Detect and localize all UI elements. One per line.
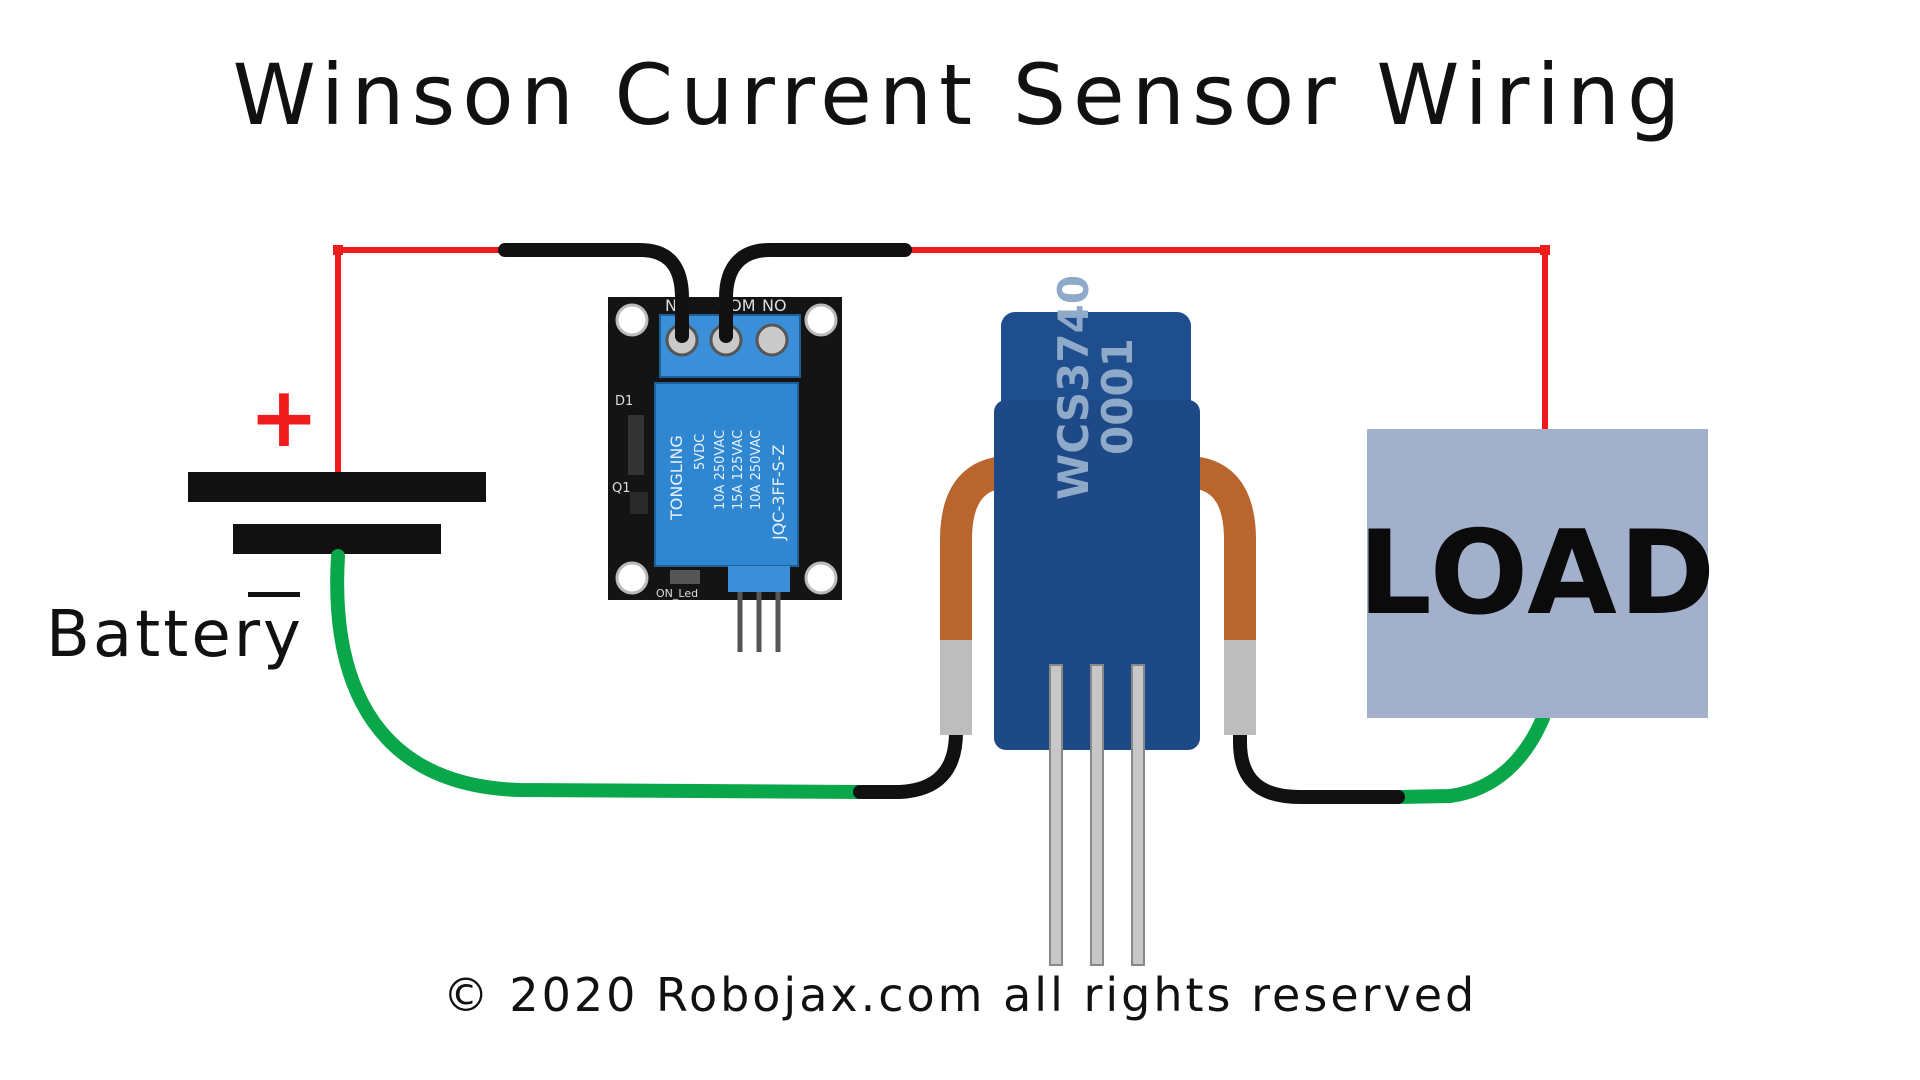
diode-component bbox=[628, 415, 644, 475]
relay-brand: TONGLING bbox=[667, 435, 686, 521]
sensor-pin bbox=[1049, 664, 1063, 966]
current-sensor: WCS3740 0001 bbox=[940, 275, 1256, 966]
battery-label: Battery bbox=[46, 598, 304, 672]
diagram-title: Winson Current Sensor Wiring bbox=[232, 46, 1688, 144]
sensor-body bbox=[994, 400, 1200, 750]
relay-model: JQC-3FF-S-Z bbox=[769, 444, 788, 541]
load-box: LOAD bbox=[1358, 429, 1715, 718]
relay-rating-coil: 5VDC bbox=[693, 434, 708, 470]
status-led bbox=[670, 570, 700, 584]
screw-terminal-no bbox=[755, 323, 789, 357]
wire-joint bbox=[333, 245, 343, 255]
d1-label: D1 bbox=[615, 394, 633, 409]
transistor-component bbox=[630, 492, 648, 514]
wire-joint bbox=[1540, 245, 1550, 255]
relay-rating-2: 15A 125VAC bbox=[731, 430, 746, 510]
mounting-hole bbox=[804, 561, 838, 595]
sensor-model-text: WCS3740 bbox=[1049, 275, 1098, 500]
terminal-label-no: NO bbox=[762, 296, 787, 315]
control-header bbox=[728, 566, 790, 592]
battery-positive-plate bbox=[188, 472, 486, 502]
mounting-hole bbox=[615, 561, 649, 595]
mounting-hole bbox=[615, 303, 649, 337]
sensor-serial-text: 0001 bbox=[1093, 338, 1142, 455]
sensor-terminal-left bbox=[940, 640, 972, 735]
copyright-footer: © 2020 Robojax.com all rights reserved bbox=[442, 968, 1478, 1022]
battery-minus-sign bbox=[248, 592, 300, 597]
battery-plus-sign: + bbox=[249, 368, 319, 466]
relay-output-jumper bbox=[719, 243, 912, 343]
mounting-hole bbox=[804, 303, 838, 337]
sensor-pin bbox=[1090, 664, 1104, 966]
positive-wire bbox=[335, 247, 505, 472]
relay-rating-1: 10A 250VAC bbox=[713, 430, 728, 510]
relay-text: TONGLING 5VDC 10A 250VAC 15A 125VAC 10A … bbox=[667, 430, 788, 541]
sensor-pin bbox=[1131, 664, 1145, 966]
battery-symbol: + bbox=[188, 368, 486, 597]
led-label: ON_Led bbox=[656, 587, 698, 600]
relay-module: NC COM NO TONGLING 5VDC 10A 250VAC 15A 1… bbox=[608, 296, 842, 652]
q1-label: Q1 bbox=[612, 481, 631, 496]
negative-wire bbox=[330, 549, 867, 799]
load-label: LOAD bbox=[1357, 506, 1718, 641]
relay-body bbox=[654, 382, 799, 567]
sensor-terminal-right bbox=[1224, 640, 1256, 735]
relay-input-jumper bbox=[498, 243, 689, 343]
sensor-output-jumper bbox=[1233, 623, 1405, 804]
relay-rating-3: 10A 250VAC bbox=[749, 430, 764, 510]
sensor-input-jumper bbox=[853, 623, 963, 799]
battery-negative-plate bbox=[233, 524, 441, 554]
load-return-wire bbox=[1391, 711, 1550, 804]
